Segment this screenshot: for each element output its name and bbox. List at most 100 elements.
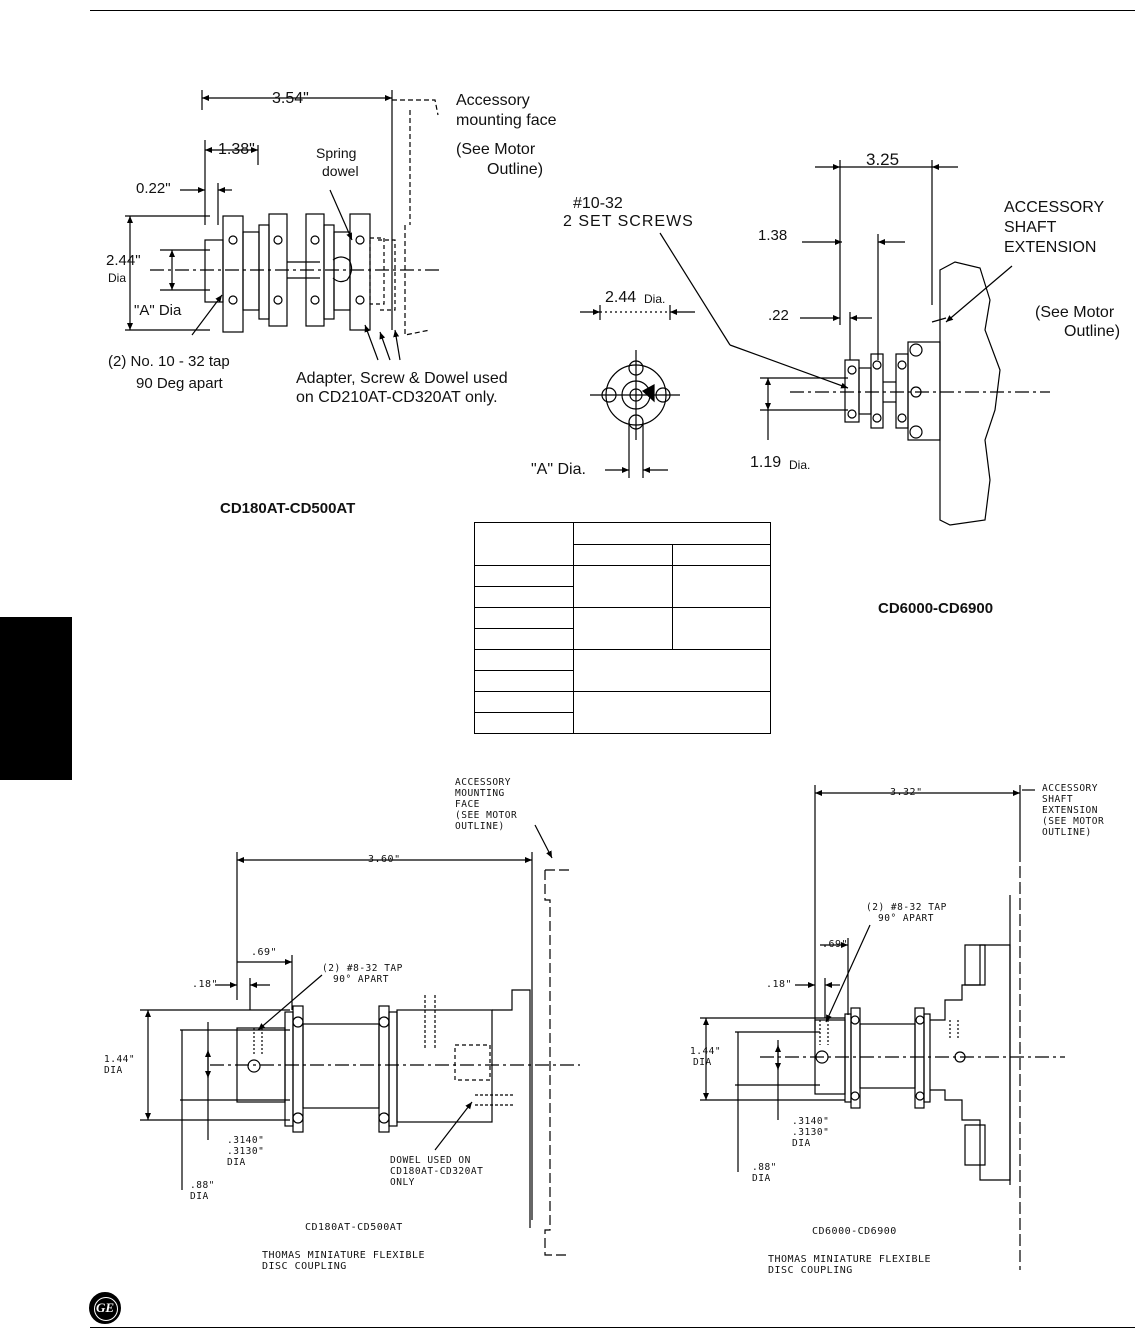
top-left-adapter-note-2: on CD210AT-CD320AT only. bbox=[296, 389, 498, 406]
top-right-accessory-ext-3: EXTENSION bbox=[1004, 239, 1097, 256]
top-right-shaft-dim: 1.19 bbox=[750, 454, 782, 471]
end-view-a-dia: "A" Dia. bbox=[531, 461, 586, 478]
spec-table-cell bbox=[474, 522, 574, 566]
end-view-bore-unit: Dia. bbox=[644, 292, 666, 306]
bottom-left-caption: CD180AT-CD500AT bbox=[305, 1222, 403, 1233]
bottom-right-shaft-dim-1: .3140" bbox=[792, 1116, 830, 1127]
coupling-end-view-drawing bbox=[580, 305, 695, 478]
spec-table-cell bbox=[474, 670, 574, 692]
set-screws-note-2: 2 SET SCREWS bbox=[563, 213, 694, 230]
spec-table-cell bbox=[672, 565, 771, 608]
bottom-right-accessory-ext-3: EXTENSION bbox=[1042, 805, 1098, 816]
top-right-overall-dim: 3.25 bbox=[866, 150, 900, 169]
bottom-right-pilot-dim-1: .88" bbox=[752, 1162, 777, 1173]
bottom-left-shaft-dim-3: DIA bbox=[227, 1157, 246, 1168]
spec-table-cell bbox=[474, 628, 574, 650]
coupling-top-left-drawing bbox=[125, 90, 440, 361]
top-left-tap-note-1: (2) No. 10 - 32 tap bbox=[108, 353, 230, 370]
bottom-left-tap-note-2: 90° APART bbox=[333, 974, 389, 985]
bottom-left-overall-dim: 3.60" bbox=[368, 854, 401, 865]
spec-table-cell bbox=[474, 649, 574, 671]
top-left-a-dia: "A" Dia bbox=[134, 302, 182, 319]
footer-rule bbox=[90, 1327, 1135, 1328]
spec-table-cell bbox=[672, 607, 771, 650]
bottom-left-shaft-dim-2: .3130" bbox=[227, 1146, 265, 1157]
top-left-spring-dowel-1: Spring bbox=[316, 145, 357, 161]
ge-logo-ring bbox=[94, 1297, 118, 1321]
spec-table-cell bbox=[573, 565, 673, 608]
bottom-left-bore-dim: 1.44" bbox=[104, 1054, 136, 1065]
bottom-left-dowel-note-1: DOWEL USED ON bbox=[390, 1155, 471, 1166]
top-right-accessory-ext-2: SHAFT bbox=[1004, 219, 1057, 236]
bottom-left-shaft-dim-1: .3140" bbox=[227, 1135, 265, 1146]
top-left-spring-dowel-2: dowel bbox=[322, 163, 359, 179]
top-right-see-motor-2: Outline) bbox=[1064, 323, 1121, 340]
top-left-accessory-face-2: mounting face bbox=[456, 112, 557, 129]
bottom-right-caption: CD6000-CD6900 bbox=[812, 1226, 897, 1237]
bottom-left-dowel-note-2: CD180AT-CD320AT bbox=[390, 1166, 484, 1177]
spec-table-cell bbox=[573, 543, 673, 566]
bottom-left-accessory-face-3: FACE bbox=[455, 799, 480, 810]
bottom-left-pilot-dim-1: .88" bbox=[190, 1180, 215, 1191]
spec-table-cell bbox=[573, 691, 771, 734]
bottom-right-shaft-dim-2: .3130" bbox=[792, 1127, 830, 1138]
bottom-left-bore-unit: DIA bbox=[104, 1065, 123, 1076]
bottom-right-accessory-ext-1: ACCESSORY bbox=[1042, 783, 1098, 794]
top-left-tap-note-2: 90 Deg apart bbox=[136, 375, 223, 392]
bottom-right-pilot-dim-2: DIA bbox=[752, 1173, 771, 1184]
bottom-left-subcaption-2: DISC COUPLING bbox=[262, 1261, 347, 1272]
spec-table-cell bbox=[474, 712, 574, 734]
coupling-top-right-drawing bbox=[659, 160, 1050, 526]
top-right-offset-dim: .22 bbox=[768, 307, 789, 324]
spec-table-cell bbox=[474, 586, 574, 608]
spec-table-cell bbox=[474, 691, 574, 713]
ge-logo: GE bbox=[89, 1292, 121, 1324]
top-left-see-motor-2: Outline) bbox=[487, 161, 544, 178]
top-left-bore-dim: 2.44" bbox=[106, 252, 141, 269]
bottom-left-tap-note-1: (2) #8-32 TAP bbox=[322, 963, 403, 974]
bottom-left-accessory-face-2: MOUNTING bbox=[455, 788, 505, 799]
bottom-left-hub-dim: .69" bbox=[251, 947, 278, 958]
spec-table-cell bbox=[573, 522, 771, 545]
coupling-bottom-right-drawing bbox=[700, 785, 1065, 1270]
top-left-bore-unit: Dia bbox=[108, 271, 127, 285]
top-left-caption: CD180AT-CD500AT bbox=[220, 500, 356, 517]
top-left-overall-dim: 3.54" bbox=[272, 90, 309, 107]
bottom-right-tap-note-1: (2) #8-32 TAP bbox=[866, 902, 947, 913]
top-left-hub-dim: 1.38" bbox=[218, 141, 255, 158]
bottom-right-subcaption-1: THOMAS MINIATURE FLEXIBLE bbox=[768, 1254, 932, 1265]
spec-table-cell bbox=[672, 543, 771, 566]
bottom-left-accessory-face-5: OUTLINE) bbox=[455, 821, 505, 832]
top-left-offset-dim: 0.22" bbox=[136, 180, 171, 197]
end-view-bore: 2.44 bbox=[605, 289, 637, 306]
bottom-right-tap-note-2: 90° APART bbox=[878, 913, 934, 924]
bottom-left-accessory-face-4: (SEE MOTOR bbox=[455, 810, 518, 821]
bottom-left-dowel-note-3: ONLY bbox=[390, 1177, 415, 1188]
spec-table-cell bbox=[474, 607, 574, 629]
top-right-shaft-unit: Dia. bbox=[789, 458, 811, 472]
bottom-left-offset-dim: .18" bbox=[192, 979, 219, 990]
top-right-see-motor-1: (See Motor bbox=[1035, 304, 1115, 321]
bottom-right-accessory-ext-2: SHAFT bbox=[1042, 794, 1074, 805]
top-right-hub-dim: 1.38 bbox=[758, 227, 788, 244]
spec-table bbox=[474, 522, 771, 734]
spec-table-cell bbox=[474, 565, 574, 587]
bottom-right-shaft-dim-3: DIA bbox=[792, 1138, 811, 1149]
top-left-see-motor-1: (See Motor bbox=[456, 141, 536, 158]
section-tab bbox=[0, 617, 72, 780]
bottom-right-bore-dim: 1.44" bbox=[690, 1046, 722, 1057]
bottom-right-accessory-ext-4: (SEE MOTOR bbox=[1042, 816, 1105, 827]
bottom-left-accessory-face-1: ACCESSORY bbox=[455, 777, 511, 788]
top-right-caption: CD6000-CD6900 bbox=[878, 600, 994, 617]
header-rule bbox=[90, 10, 1135, 11]
top-right-accessory-ext-1: ACCESSORY bbox=[1004, 199, 1105, 216]
ge-logo-mark: GE bbox=[95, 1300, 115, 1315]
spec-table-cell bbox=[573, 607, 673, 650]
bottom-right-accessory-ext-5: OUTLINE) bbox=[1042, 827, 1092, 838]
bottom-left-pilot-dim-2: DIA bbox=[190, 1191, 209, 1202]
bottom-right-hub-dim: .69" bbox=[822, 939, 849, 950]
bottom-left-subcaption-1: THOMAS MINIATURE FLEXIBLE bbox=[262, 1250, 426, 1261]
top-left-adapter-note-1: Adapter, Screw & Dowel used bbox=[296, 370, 508, 387]
set-screws-note-1: #10-32 bbox=[573, 195, 623, 212]
